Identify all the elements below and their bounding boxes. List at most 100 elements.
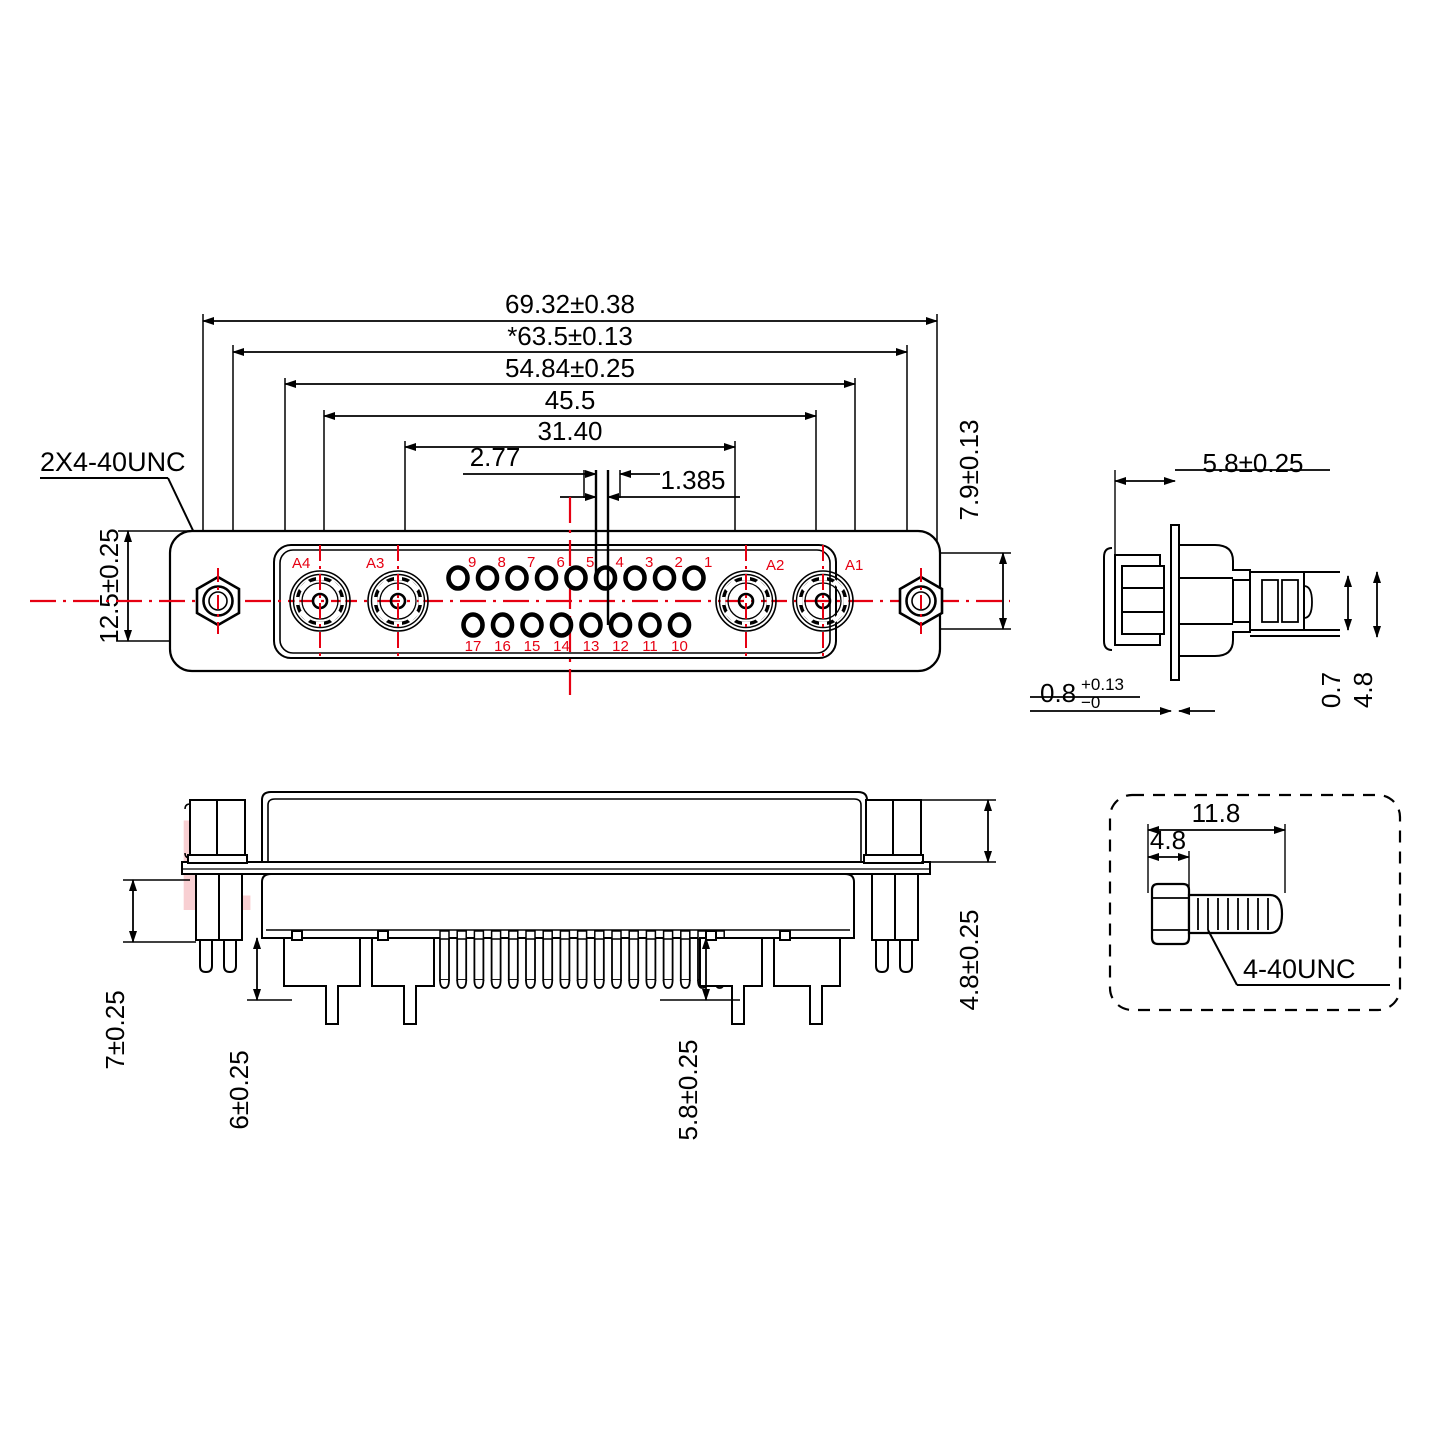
pin-label-4: 4 xyxy=(616,554,624,571)
pin-label-16: 16 xyxy=(494,638,511,655)
coax-contact-a2: A2 xyxy=(716,545,784,660)
pin-label-10: 10 xyxy=(671,638,688,655)
coax-tail-blocks xyxy=(283,930,841,1025)
dim-45-5: 45.5 xyxy=(323,385,817,420)
pin-tail xyxy=(679,930,691,989)
dim-31-40-text: 31.40 xyxy=(537,416,602,446)
coax-label-a4: A4 xyxy=(292,555,310,572)
bottom-screw-left xyxy=(184,799,248,974)
mount-hexnut-right xyxy=(898,568,944,634)
coax-label-a1: A1 xyxy=(845,557,863,574)
pin-tail xyxy=(542,930,554,989)
pin-label-9: 9 xyxy=(468,554,476,571)
bottom-view: 7±0.25 6±0.25 5.8±0.25 4.8±0.25 xyxy=(100,791,996,1141)
pin-tail xyxy=(439,930,450,989)
dim-7-9-text: 7.9±0.13 xyxy=(954,419,984,520)
dim-side-0-8-text: 0.8 xyxy=(1040,678,1076,708)
dim-bottom-7-text: 7±0.25 xyxy=(100,990,130,1069)
note-2x4-40unc-text: 2X4-40UNC xyxy=(40,447,186,477)
pin-tail xyxy=(507,930,519,989)
dim-63-5-text: *63.5±0.13 xyxy=(507,321,633,351)
pin-hole-9: 9 xyxy=(449,554,476,589)
pin-tail xyxy=(611,930,622,989)
dim-side-0-7-text: 0.7 xyxy=(1316,672,1346,708)
dim-63-5: *63.5±0.13 xyxy=(232,321,908,356)
pin-label-15: 15 xyxy=(524,638,541,655)
dim-69-32: 69.32±0.38 xyxy=(202,289,938,325)
dim-bottom-5-8: 5.8±0.25 xyxy=(660,937,740,1141)
dim-bottom-4-8-text: 4.8±0.25 xyxy=(954,909,984,1010)
bottom-screw-right xyxy=(863,799,924,974)
pin-tail xyxy=(473,930,485,989)
pin-hole-4: 4 xyxy=(596,554,624,589)
pin-hole-3: 3 xyxy=(626,554,653,589)
dim-side-4-8: 4.8 xyxy=(1348,571,1381,708)
screw-detail-border xyxy=(1108,793,1402,1012)
pin-hole-14: 14 xyxy=(552,615,571,655)
bottom-pin-tails xyxy=(439,930,726,989)
pin-label-7: 7 xyxy=(527,554,535,571)
dim-side-0-8-lower: −0 xyxy=(1081,693,1100,712)
dim-screw-4-8: 4.8 xyxy=(1147,825,1190,893)
pin-hole-13: 13 xyxy=(582,615,601,655)
pin-hole-15: 15 xyxy=(523,615,542,655)
pin-label-5: 5 xyxy=(586,554,594,571)
pin-label-12: 12 xyxy=(612,638,629,655)
dim-side-5-8: 5.8±0.25 xyxy=(1114,448,1330,560)
coax-label-a2: A2 xyxy=(766,557,784,574)
pin-hole-11: 11 xyxy=(641,615,660,655)
dim-45-5-text: 45.5 xyxy=(545,385,596,415)
pin-hole-2: 2 xyxy=(655,554,683,589)
pin-hole-16: 16 xyxy=(493,615,512,655)
pin-hole-5: 5 xyxy=(567,554,594,589)
pin-tail xyxy=(525,930,536,989)
pin-row-bottom: 17 16 15 14 13 12 11 10 xyxy=(464,615,690,655)
pin-tail xyxy=(456,930,468,989)
pin-tail xyxy=(576,930,588,989)
dim-12-5-text: 12.5±0.25 xyxy=(94,528,124,643)
dim-31-40: 31.40 xyxy=(404,416,736,451)
screw-body xyxy=(1150,882,1284,946)
pin-label-14: 14 xyxy=(553,638,570,655)
pin-label-6: 6 xyxy=(557,554,565,571)
front-view: 69.32±0.38 *63.5±0.13 54.84±0.25 45.5 31… xyxy=(30,289,1011,700)
coax-contact-a3: A3 xyxy=(366,545,428,660)
pin-label-8: 8 xyxy=(498,554,506,571)
dim-bottom-7: 7±0.25 xyxy=(100,879,196,1070)
dim-side-0-8: 0.8 +0.13 −0 xyxy=(1030,675,1215,715)
side-body xyxy=(1103,524,1340,681)
dim-side-0-8-upper: +0.13 xyxy=(1081,675,1124,694)
pin-hole-12: 12 xyxy=(611,615,630,655)
pin-tail xyxy=(662,930,674,989)
note-4-40unc-text: 4-40UNC xyxy=(1243,954,1356,984)
mount-hexnut-left xyxy=(195,568,241,634)
pin-label-2: 2 xyxy=(675,554,683,571)
dim-side-5-8-text: 5.8±0.25 xyxy=(1202,448,1303,478)
dim-bottom-4-8: 4.8±0.25 xyxy=(921,799,996,1011)
dim-bottom-6: 6±0.25 xyxy=(224,937,292,1130)
pin-tail xyxy=(490,930,502,989)
coax-label-a3: A3 xyxy=(366,555,384,572)
dim-54-84: 54.84±0.25 xyxy=(284,353,856,388)
dim-bottom-5-8-text: 5.8±0.25 xyxy=(673,1039,703,1140)
dim-side-4-8-text: 4.8 xyxy=(1348,672,1378,708)
pin-hole-10: 10 xyxy=(670,615,689,655)
dim-54-84-text: 54.84±0.25 xyxy=(505,353,635,383)
pin-hole-6: 6 xyxy=(537,554,565,589)
pin-hole-17: 17 xyxy=(464,615,483,655)
dim-7-9: 7.9±0.13 xyxy=(940,419,1011,630)
dim-1-385-text: 1.385 xyxy=(660,465,725,495)
side-view: 5.8±0.25 xyxy=(1030,448,1381,715)
pin-tail xyxy=(628,930,640,989)
pin-label-13: 13 xyxy=(583,638,600,655)
coax-contact-a1: A1 xyxy=(793,545,863,660)
pin-label-3: 3 xyxy=(645,554,653,571)
note-4-40unc: 4-40UNC xyxy=(1207,929,1390,986)
pin-hole-7: 7 xyxy=(508,554,535,589)
pin-label-17: 17 xyxy=(465,638,482,655)
dim-2-77-text: 2.77 xyxy=(470,442,521,472)
dim-69-32-text: 69.32±0.38 xyxy=(505,289,635,319)
